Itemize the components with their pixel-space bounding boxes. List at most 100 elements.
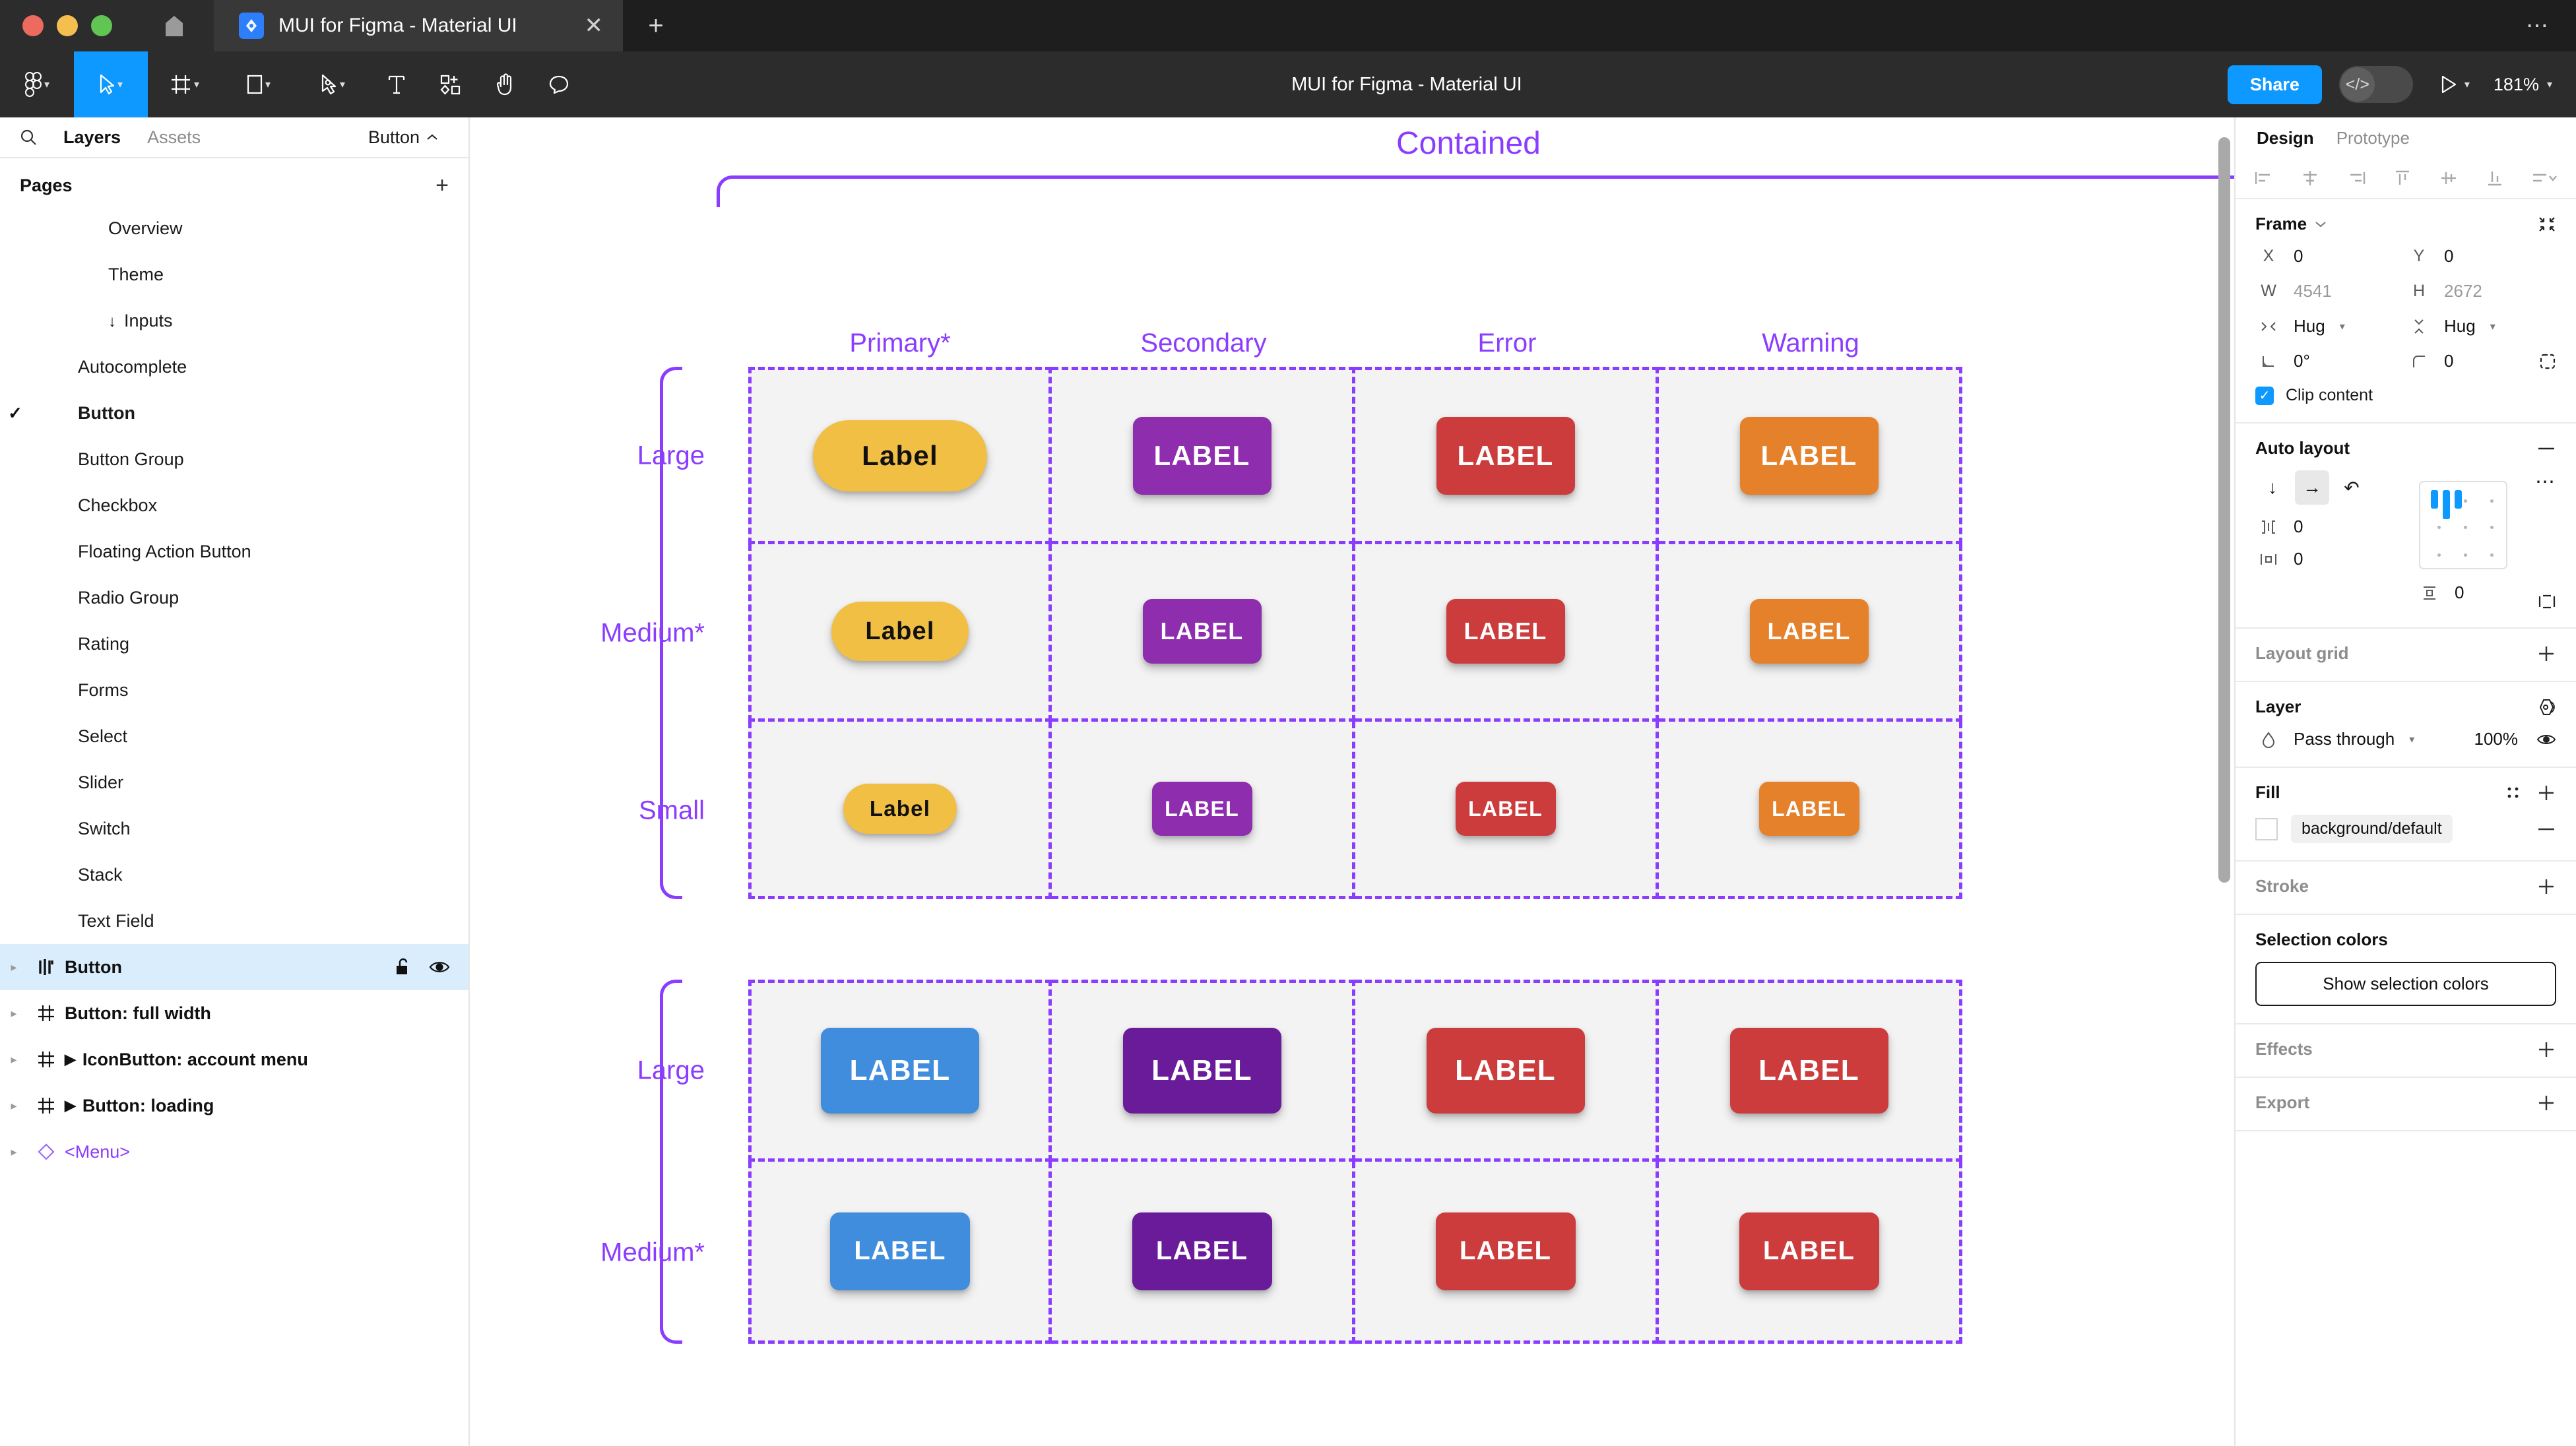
tab-prototype[interactable]: Prototype [2336, 127, 2410, 148]
align-bottom-icon[interactable] [2485, 170, 2505, 187]
shape-tool-icon[interactable]: ▾ [222, 51, 296, 117]
browser-tab[interactable]: MUI for Figma - Material UI ✕ [214, 0, 623, 51]
page-item-switch[interactable]: Switch [0, 805, 468, 852]
chevron-right-icon[interactable]: ▸ [11, 960, 17, 974]
mui-button[interactable]: LABEL [830, 1212, 970, 1290]
page-item-slider[interactable]: Slider [0, 759, 468, 805]
blend-mode-row[interactable]: Pass through ▾ 100% [2255, 729, 2556, 749]
opacity-group[interactable]: 100% [2474, 729, 2557, 749]
eye-icon[interactable] [429, 959, 450, 975]
alignment-pad[interactable] [2419, 481, 2507, 569]
corner-radius-field[interactable]: 0 [2406, 351, 2556, 371]
x-field[interactable]: X 0 [2255, 246, 2406, 267]
arrow-down-icon[interactable]: ↓ [2268, 477, 2277, 497]
frame-name-label[interactable]: Contained [1396, 126, 1541, 161]
collapse-icon[interactable] [2538, 216, 2556, 233]
layer-row[interactable]: ▸<Menu> [0, 1129, 468, 1175]
page-item-checkbox[interactable]: Checkbox [0, 482, 468, 528]
triangle-right-icon[interactable]: ▶ [65, 1051, 76, 1067]
show-selection-colors-button[interactable]: Show selection colors [2255, 962, 2556, 1006]
minus-icon[interactable] [2536, 445, 2556, 452]
individual-padding-icon[interactable] [2538, 593, 2556, 610]
page-item-autocomplete[interactable]: Autocomplete [0, 344, 468, 390]
ellipsis-icon[interactable]: ⋯ [2535, 471, 2556, 493]
resize-height-field[interactable]: Hug ▾ [2406, 316, 2556, 336]
mui-button[interactable]: LABEL [1729, 1028, 1888, 1114]
page-dropdown[interactable]: Button [368, 127, 449, 148]
height-field[interactable]: H 2672 [2406, 281, 2556, 301]
tab-assets[interactable]: Assets [147, 127, 201, 147]
mui-button[interactable]: LABEL [821, 1028, 979, 1114]
figma-menu-icon[interactable]: ▾ [0, 51, 74, 117]
page-item-text-field[interactable]: Text Field [0, 898, 468, 944]
align-vertical-center-icon[interactable] [2439, 170, 2459, 187]
rotation-field[interactable]: 0° [2255, 351, 2406, 371]
fill-style-name[interactable]: background/default [2291, 815, 2453, 843]
plus-icon[interactable] [2536, 1040, 2556, 1059]
chevron-right-icon[interactable]: ▸ [11, 1006, 17, 1020]
fill-style-row[interactable]: background/default [2255, 815, 2556, 843]
vertical-padding-field[interactable]: 0 [2416, 582, 2507, 603]
mui-button[interactable]: Label [831, 602, 969, 661]
styles-icon[interactable] [2506, 786, 2521, 800]
mui-button[interactable]: LABEL [1122, 1028, 1281, 1114]
present-button[interactable]: ▾ [2439, 75, 2470, 94]
page-item-forms[interactable]: Forms [0, 667, 468, 713]
chevron-right-icon[interactable]: ▸ [11, 1098, 17, 1112]
page-item-button-group[interactable]: Button Group [0, 436, 468, 482]
ellipsis-icon[interactable]: ⋯ [2526, 13, 2550, 38]
y-field[interactable]: Y 0 [2406, 246, 2556, 267]
page-item-inputs[interactable]: ↓Inputs [0, 298, 468, 344]
new-tab-button[interactable]: + [648, 11, 664, 40]
page-item-rating[interactable]: Rating [0, 621, 468, 667]
mui-button[interactable]: LABEL [1151, 782, 1252, 836]
align-horizontal-center-icon[interactable] [2300, 170, 2320, 187]
text-tool-icon[interactable] [370, 51, 424, 117]
chevron-right-icon[interactable]: ▸ [11, 1052, 17, 1066]
page-item-stack[interactable]: Stack [0, 852, 468, 898]
search-icon[interactable] [20, 129, 50, 146]
minus-icon[interactable] [2536, 826, 2556, 833]
mui-button[interactable]: LABEL [1446, 599, 1565, 664]
dev-mode-toggle[interactable]: </> [2338, 66, 2413, 103]
comment-tool-icon[interactable] [532, 51, 586, 117]
gap-field[interactable]: 0 [2255, 517, 2369, 537]
width-field[interactable]: W 4541 [2255, 281, 2406, 301]
figma-home-button[interactable] [135, 0, 214, 51]
maximize-window-button[interactable] [91, 15, 112, 36]
arrow-right-icon[interactable]: → [2295, 470, 2329, 505]
eye-icon[interactable] [2536, 732, 2556, 747]
fill-color-swatch[interactable] [2255, 817, 2278, 840]
layer-row[interactable]: ▸▶Button: loading [0, 1083, 468, 1129]
mui-button[interactable]: LABEL [1435, 1212, 1576, 1290]
clip-content-row[interactable]: ✓ Clip content [2255, 386, 2556, 405]
page-item-select[interactable]: Select [0, 713, 468, 759]
tab-design[interactable]: Design [2257, 127, 2314, 148]
plus-icon[interactable] [2536, 877, 2556, 896]
move-tool-icon[interactable]: ▾ [74, 51, 148, 117]
pen-tool-icon[interactable]: ▾ [296, 51, 370, 117]
distribute-icon[interactable] [2531, 170, 2558, 187]
align-right-icon[interactable] [2346, 170, 2366, 187]
mui-button[interactable]: LABEL [1739, 1212, 1879, 1290]
align-top-icon[interactable] [2393, 170, 2412, 187]
page-item-button[interactable]: ✓Button [0, 390, 468, 436]
plus-icon[interactable] [2536, 1093, 2556, 1113]
page-item-theme[interactable]: Theme [0, 251, 468, 298]
resize-width-field[interactable]: Hug ▾ [2255, 316, 2406, 336]
chevron-right-icon[interactable]: ▸ [11, 1145, 17, 1158]
zoom-control[interactable]: 181% ▾ [2494, 75, 2552, 95]
layer-row[interactable]: ▸Button [0, 944, 468, 990]
mui-button[interactable]: LABEL [1426, 1028, 1585, 1114]
mui-button[interactable]: LABEL [1758, 782, 1859, 836]
page-item-floating-action-button[interactable]: Floating Action Button [0, 528, 468, 575]
tab-layers[interactable]: Layers [63, 127, 121, 147]
independent-corners-icon[interactable] [2539, 353, 2556, 370]
share-button[interactable]: Share [2227, 65, 2322, 104]
resources-tool-icon[interactable] [424, 51, 478, 117]
mui-button[interactable]: LABEL [1436, 416, 1575, 495]
mui-button[interactable]: Label [843, 784, 957, 834]
plus-icon[interactable] [2536, 783, 2556, 803]
mui-button[interactable]: LABEL [1455, 782, 1556, 836]
